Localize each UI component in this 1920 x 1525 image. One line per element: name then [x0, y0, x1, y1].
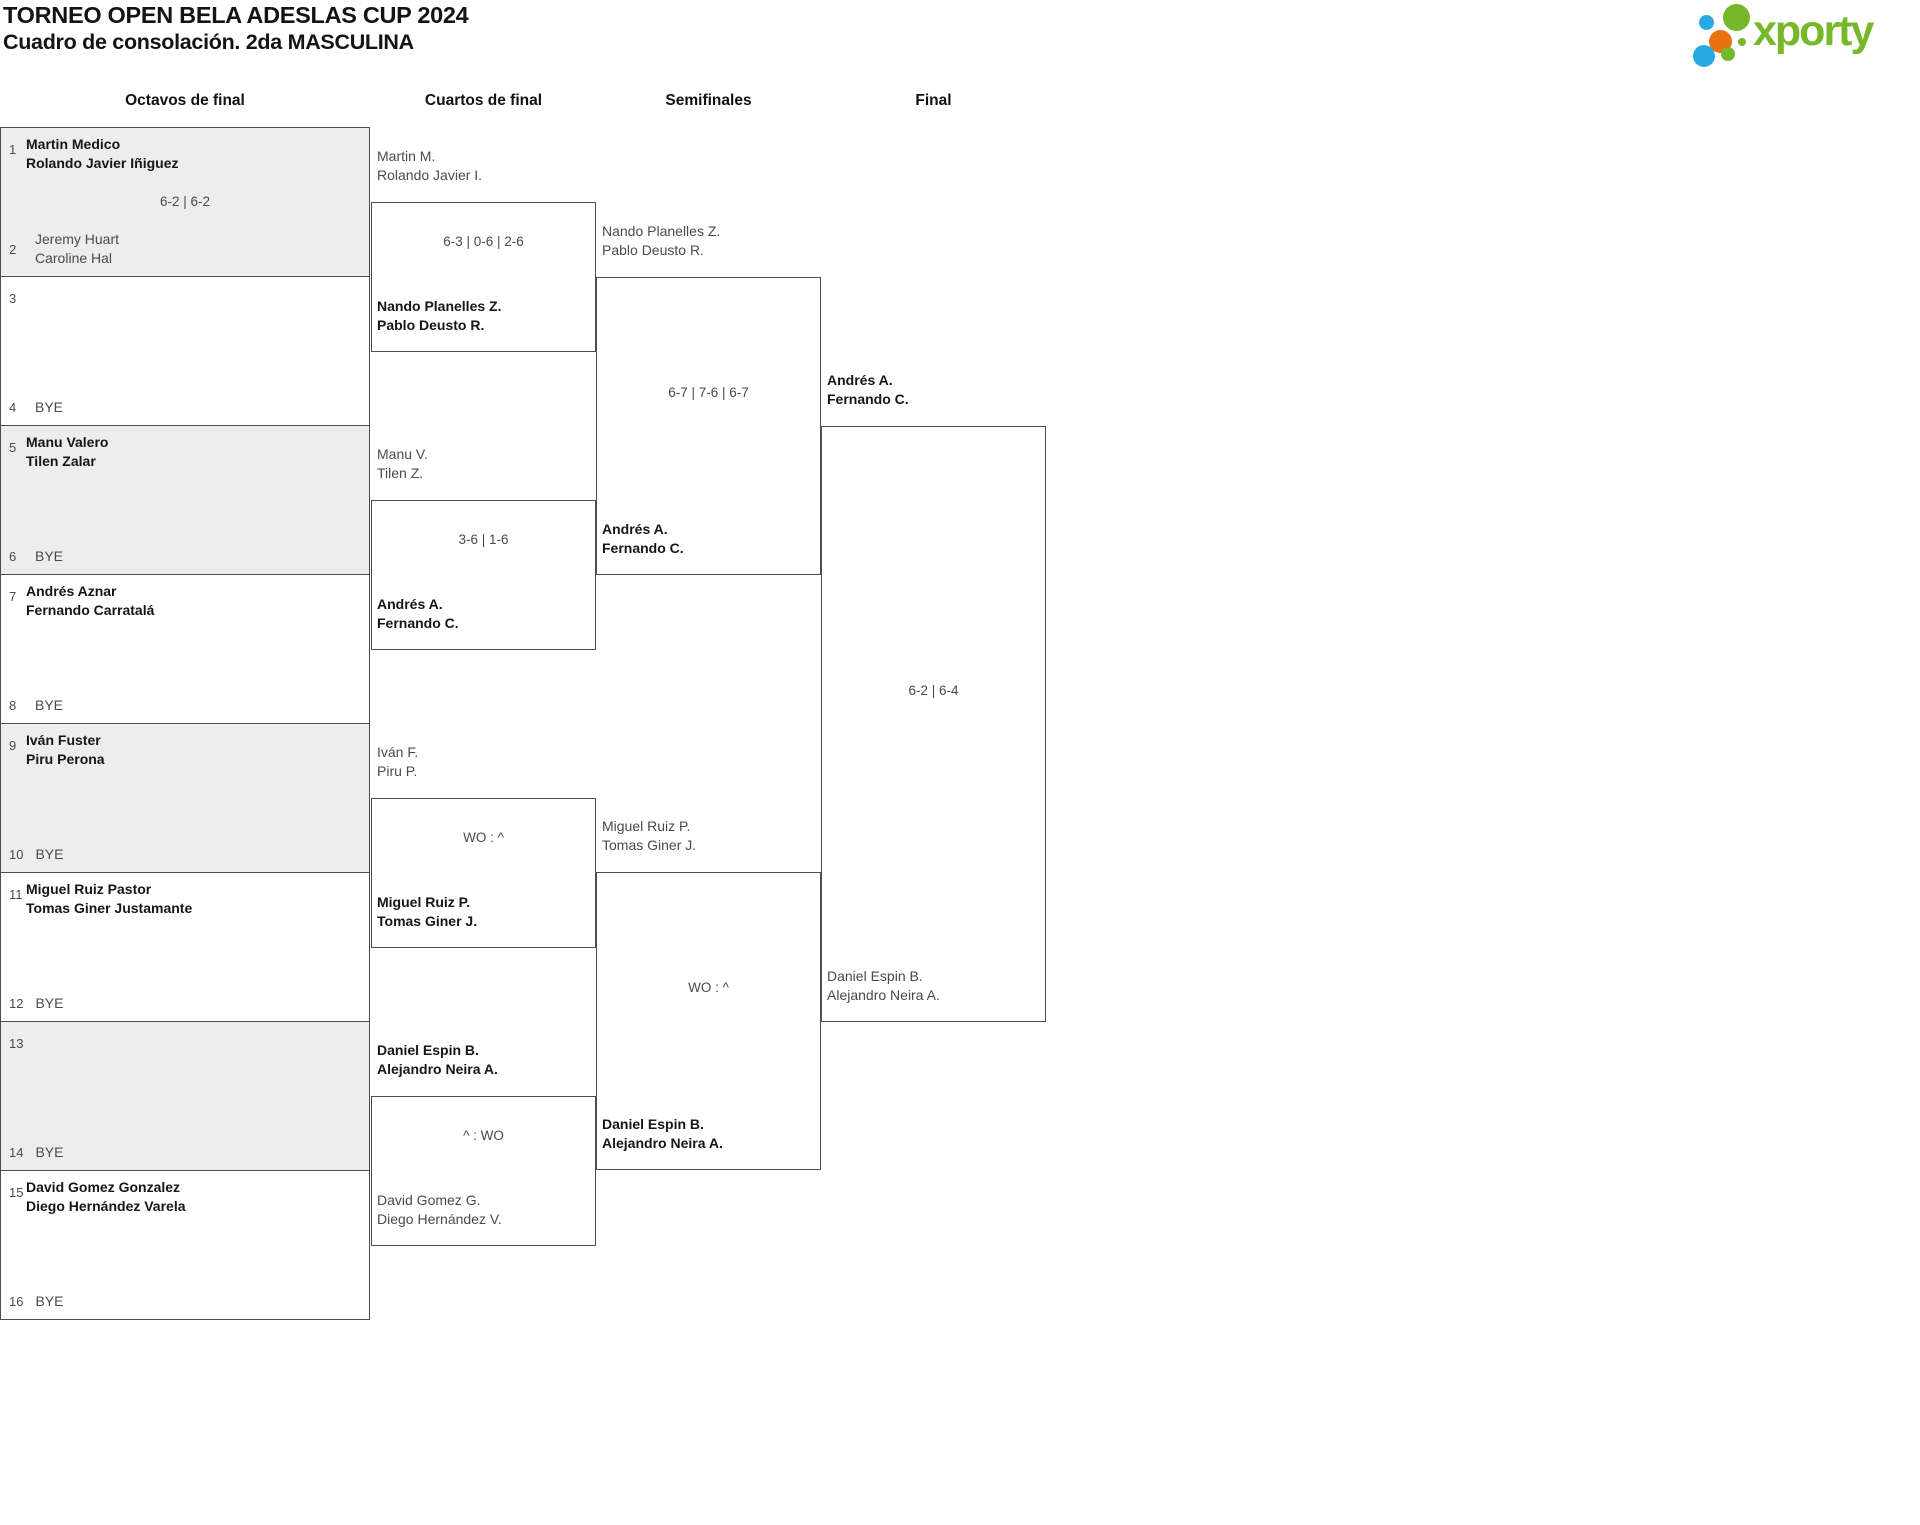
match-score: ^ : WO — [463, 1128, 504, 1143]
seed-number: 12 — [9, 996, 24, 1011]
seed-number: 4 — [9, 400, 17, 415]
seed-number: 2 — [9, 241, 17, 257]
team-name: Iván Fuster Piru Perona — [26, 732, 105, 767]
team-name: BYE — [35, 548, 64, 564]
team-slot: 8 BYE — [9, 696, 63, 715]
team-name: Manu Valero Tilen Zalar — [26, 434, 109, 469]
match-winner-label: Daniel Espin B. Alejandro Neira A. — [827, 968, 940, 1003]
advancing-team-label: Andrés A. Fernando C. — [827, 372, 909, 407]
r16-match-box-5: 9 Iván Fuster Piru Perona 10 BYE — [0, 723, 370, 873]
seed-number: 3 — [9, 291, 17, 306]
r16-match-box-1: 1 Martin Medico Rolando Javier Iñiguez 6… — [0, 127, 370, 277]
advancing-team-label: Daniel Espin B. Alejandro Neira A. — [377, 1042, 498, 1077]
match-score: 6-2 | 6-4 — [908, 683, 959, 698]
page-title: TORNEO OPEN BELA ADESLAS CUP 2024 — [3, 2, 469, 28]
match-score: 6-3 | 0-6 | 2-6 — [443, 234, 524, 249]
team-name: BYE — [35, 697, 64, 713]
seed-number: 5 — [9, 440, 17, 455]
team-name: BYE — [35, 1293, 64, 1309]
team-name: BYE — [35, 995, 64, 1011]
seed-number: 9 — [9, 738, 17, 753]
sf-match-box-2 — [596, 872, 821, 1170]
team-slot: 14 BYE — [9, 1143, 63, 1162]
qf-match-box-1 — [371, 202, 596, 352]
logo-dot-green-small-icon — [1721, 47, 1735, 61]
match-winner-label: Daniel Espin B. Alejandro Neira A. — [602, 1116, 723, 1151]
team-name: Martin Medico Rolando Javier Iñiguez — [26, 136, 179, 171]
logo-dot-green-large-icon — [1723, 4, 1750, 31]
match-score: WO : ^ — [463, 830, 504, 845]
team-name: David Gomez Gonzalez Diego Hernández Var… — [26, 1179, 186, 1214]
team-slot: 4 BYE — [9, 398, 63, 417]
match-winner-label: Nando Planelles Z. Pablo Deusto R. — [377, 298, 502, 333]
column-header-final: Final — [915, 92, 952, 109]
team-name: BYE — [35, 399, 64, 415]
team-slot: 10 BYE — [9, 845, 63, 864]
seed-number: 11 — [9, 887, 23, 902]
team-slot: 6 BYE — [9, 547, 63, 566]
logo-text: xporty — [1753, 7, 1874, 55]
r16-match-box-8: 15 David Gomez Gonzalez Diego Hernández … — [0, 1170, 370, 1320]
team-name: Jeremy Huart Caroline Hal — [35, 231, 120, 266]
xporty-logo[interactable]: xporty — [1692, 4, 1920, 70]
seed-number: 6 — [9, 549, 17, 564]
match-score: 6-2 | 6-2 — [159, 194, 211, 209]
seed-number: 13 — [9, 1036, 24, 1051]
r16-match-box-3: 5 Manu Valero Tilen Zalar 6 BYE — [0, 425, 370, 575]
seed-number: 16 — [9, 1294, 24, 1309]
advancing-team-label: Miguel Ruiz P. Tomas Giner J. — [602, 818, 697, 853]
match-score: 6-7 | 7-6 | 6-7 — [668, 385, 749, 400]
seed-number: 15 — [9, 1185, 24, 1200]
r16-match-box-2: 3 4 BYE — [0, 276, 370, 426]
column-header-octavos: Octavos de final — [125, 92, 245, 109]
team-name: BYE — [35, 846, 64, 862]
team-name: Andrés Aznar Fernando Carratalá — [26, 583, 155, 618]
r16-match-box-4: 7 Andrés Aznar Fernando Carratalá 8 BYE — [0, 574, 370, 724]
advancing-team-label: Nando Planelles Z. Pablo Deusto R. — [602, 223, 721, 258]
seed-number: 1 — [9, 142, 17, 157]
advancing-team-label: Iván F. Piru P. — [377, 744, 419, 779]
team-name: BYE — [35, 1144, 64, 1160]
team-slot: 2 Jeremy Huart Caroline Hal — [9, 230, 119, 268]
column-header-cuartos: Cuartos de final — [424, 92, 543, 109]
match-score: 3-6 | 1-6 — [458, 532, 509, 547]
r16-match-box-7: 13 14 BYE — [0, 1021, 370, 1171]
team-slot: 12 BYE — [9, 994, 63, 1013]
seed-number: 14 — [9, 1145, 24, 1160]
qf-match-box-3 — [371, 798, 596, 948]
seed-number: 7 — [9, 589, 17, 604]
match-winner-label: Andrés A. Fernando C. — [602, 521, 684, 556]
page-subtitle: Cuadro de consolación. 2da MASCULINA — [3, 30, 414, 54]
logo-dot-blue-medium-icon — [1693, 45, 1715, 67]
advancing-team-label: Martin M. Rolando Javier I. — [377, 148, 483, 183]
r16-match-box-6: 11 Miguel Ruiz Pastor Tomas Giner Justam… — [0, 872, 370, 1022]
final-match-box — [821, 426, 1046, 1022]
seed-number: 8 — [9, 698, 17, 713]
team-name: Miguel Ruiz Pastor Tomas Giner Justamant… — [26, 881, 193, 916]
match-winner-label: David Gomez G. Diego Hernández V. — [377, 1192, 502, 1227]
logo-dot-green-tiny-icon — [1738, 38, 1746, 46]
match-winner-label: Andrés A. Fernando C. — [377, 596, 459, 631]
match-winner-label: Miguel Ruiz P. Tomas Giner J. — [377, 894, 478, 929]
column-header-semifinales: Semifinales — [665, 92, 752, 109]
match-score: WO : ^ — [688, 980, 729, 995]
advancing-team-label: Manu V. Tilen Z. — [377, 446, 428, 481]
sf-match-box-1 — [596, 277, 821, 575]
seed-number: 10 — [9, 847, 24, 862]
qf-match-box-2 — [371, 500, 596, 650]
qf-match-box-4 — [371, 1096, 596, 1246]
logo-dot-blue-small-icon — [1699, 15, 1714, 30]
team-slot: 16 BYE — [9, 1292, 63, 1311]
